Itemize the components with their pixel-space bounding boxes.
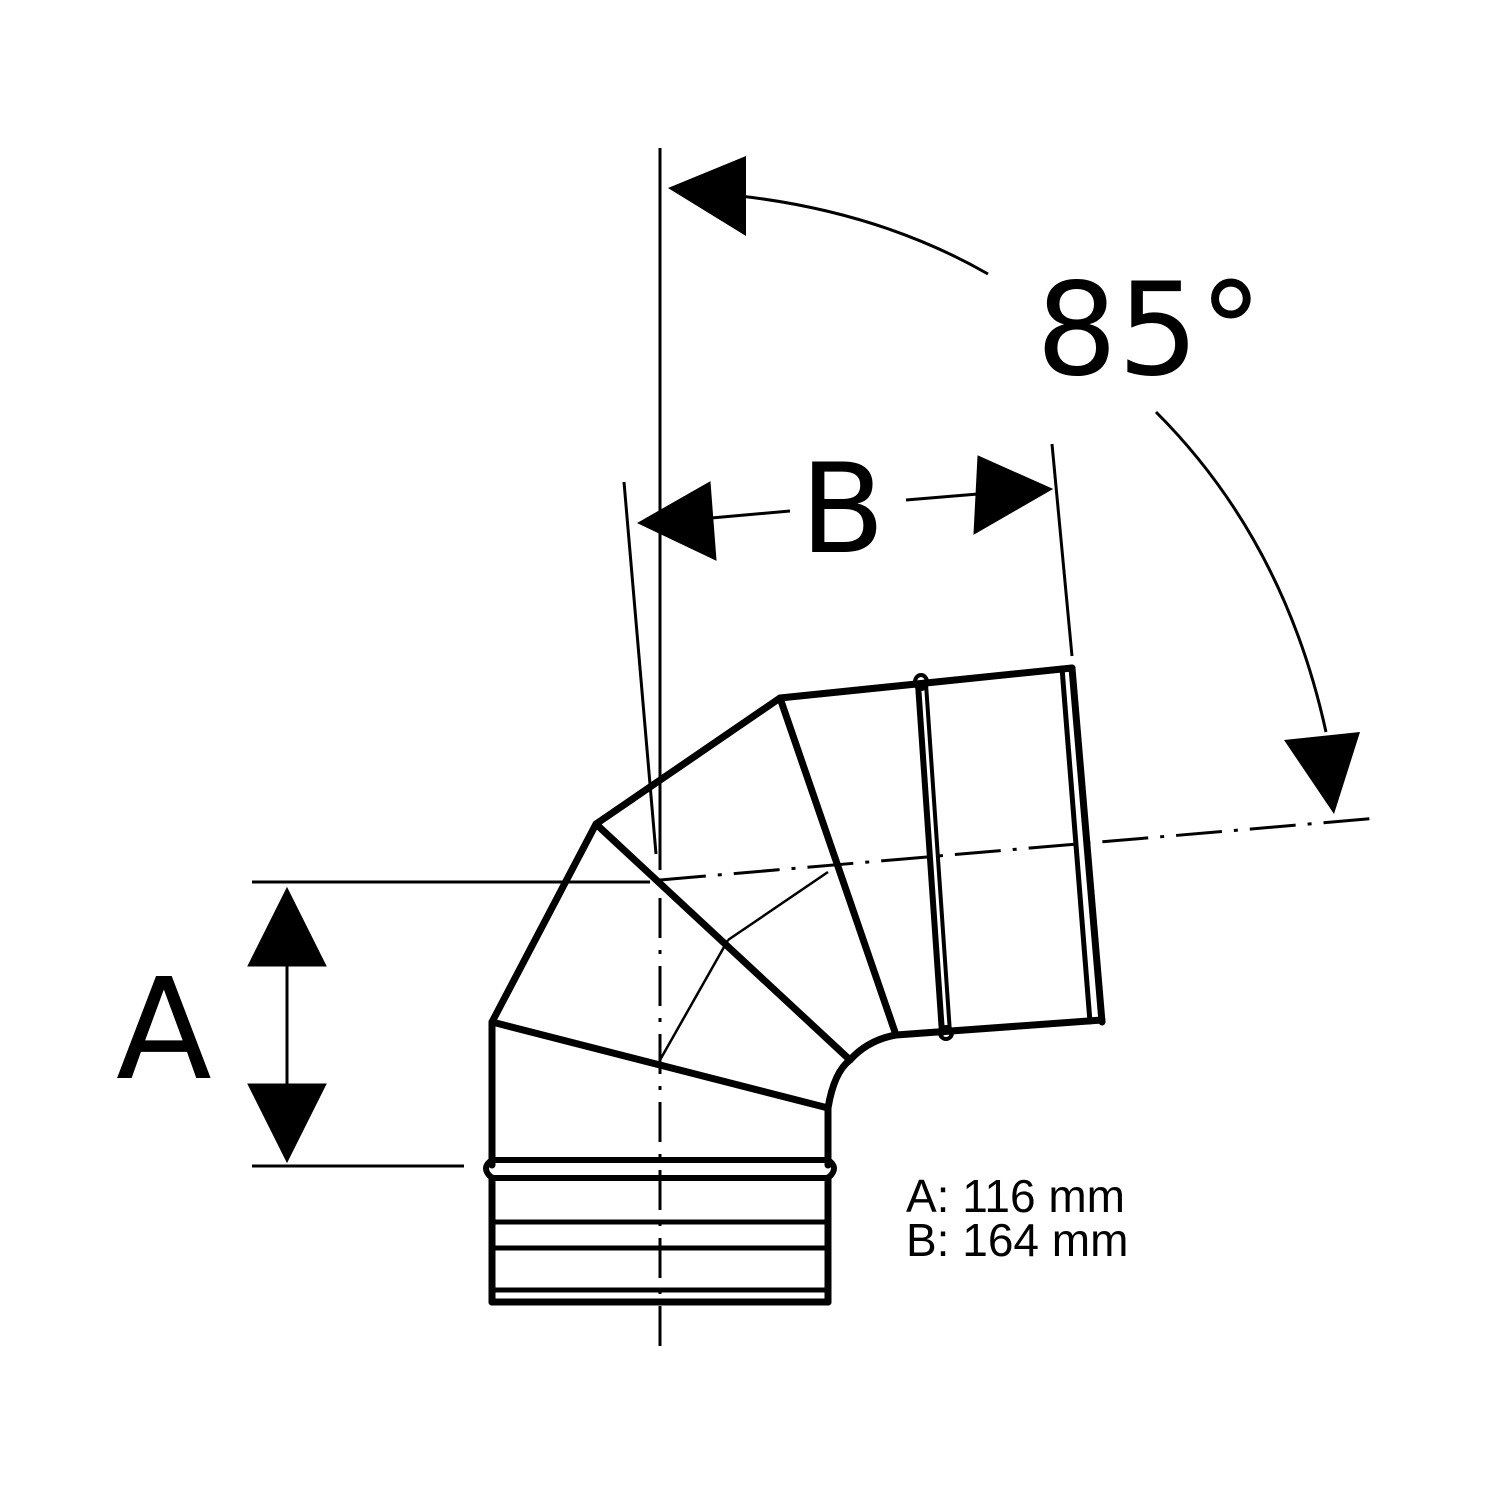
construction-line-1 (658, 939, 730, 1061)
upper-end-line-1 (1059, 665, 1093, 1025)
upper-bead-top-cap (913, 673, 929, 691)
angle-arrow-top (668, 156, 746, 236)
angle-dimension (668, 156, 1360, 814)
dim-b-line-left (699, 509, 791, 521)
angle-label: 85° (1036, 256, 1263, 405)
angle-arc-upper (739, 194, 989, 276)
segment-joint-2 (592, 820, 854, 1064)
elbow-body (483, 664, 1106, 1306)
upper-bead-line-1 (915, 681, 945, 1036)
angle-arc-lower (1154, 410, 1328, 733)
dim-a-arrow-up (247, 886, 327, 967)
segment-joint-3 (776, 694, 900, 1039)
dim-a-label: A (116, 949, 212, 1112)
elbow-outer-contour (488, 664, 1076, 1169)
dimension-a (247, 880, 650, 1168)
dim-a-arrow-down (247, 1083, 327, 1164)
dim-b-extension-left (622, 481, 658, 855)
construction-line-2 (727, 870, 829, 942)
inclined-axis-dashdot (659, 816, 1379, 882)
angle-arrow-bottom (1284, 732, 1360, 814)
lower-socket-ring-1 (483, 1157, 837, 1181)
dim-b-arrow-right (973, 455, 1054, 535)
dim-b-extension-right (1050, 443, 1074, 657)
upper-bead-line-2 (924, 682, 952, 1035)
dim-b-label: B (800, 438, 885, 582)
upper-end-line-2 (1068, 664, 1106, 1026)
dimension-b-value: B: 164 mm (906, 1214, 1128, 1266)
segment-joint-1 (488, 1018, 832, 1112)
elbow-inner-contour (824, 1016, 1106, 1169)
center-lines (658, 148, 1379, 1348)
dimension-a-value: A: 116 mm (906, 1170, 1125, 1222)
upper-bead-bottom-cap (938, 1025, 954, 1041)
dim-b-arrow-left (636, 481, 717, 561)
dimension-b (622, 443, 1074, 855)
